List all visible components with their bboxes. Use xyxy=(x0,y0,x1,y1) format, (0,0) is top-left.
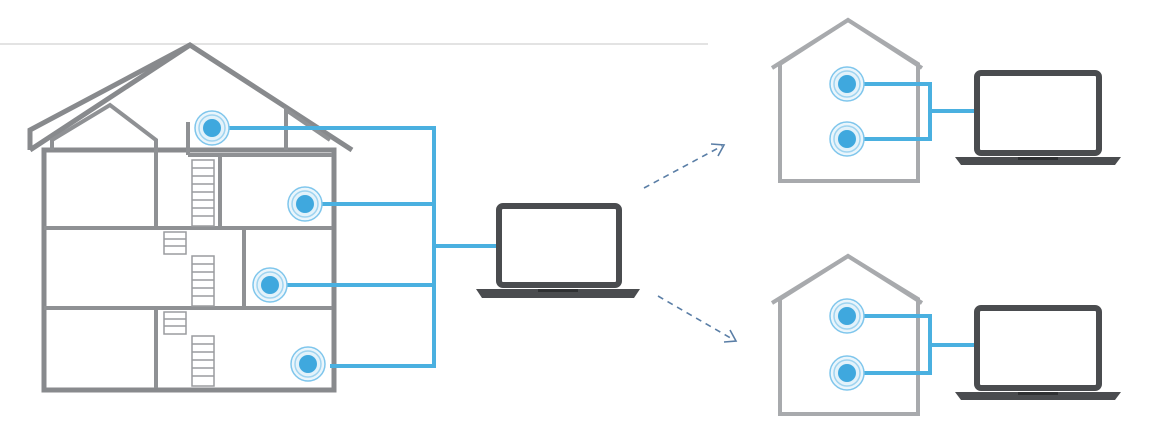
wireless-node-icon xyxy=(287,186,323,222)
wireless-node-icon xyxy=(829,355,865,391)
main-house-icon xyxy=(27,42,354,393)
laptop-icon xyxy=(955,70,1121,165)
wireless-node-icon xyxy=(252,267,288,303)
stairs-icon xyxy=(163,159,215,387)
wireless-node-icon xyxy=(829,121,865,157)
dashed-arrow-icon xyxy=(657,295,738,343)
dashed-arrow-icon xyxy=(643,143,726,189)
remote-house-top xyxy=(770,17,1121,183)
laptop-icon xyxy=(955,305,1121,400)
wireless-node-icon xyxy=(290,346,326,382)
wireless-node-icon xyxy=(829,66,865,102)
wireless-node-icon xyxy=(829,298,865,334)
remote-house-bottom xyxy=(770,253,1121,416)
wireless-node-icon xyxy=(194,110,230,146)
main-house-wiring xyxy=(228,126,496,368)
laptop-icon xyxy=(476,203,640,298)
